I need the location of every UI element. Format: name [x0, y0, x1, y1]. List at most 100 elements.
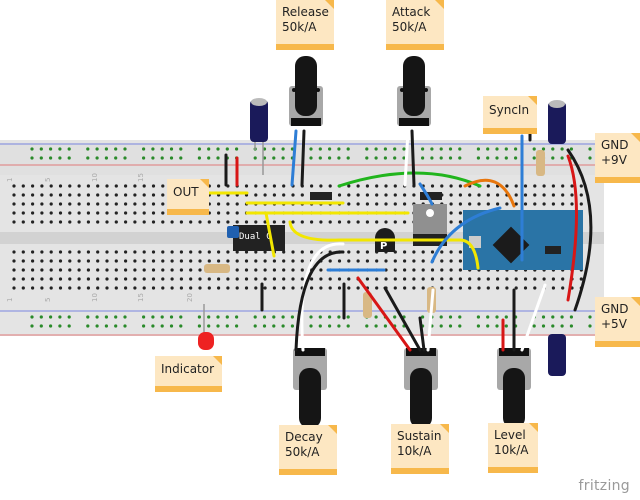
breadboard-hole — [495, 324, 499, 328]
breadboard-hole — [96, 277, 100, 281]
breadboard-hole — [95, 324, 99, 328]
breadboard-hole — [142, 277, 146, 281]
breadboard-hole — [486, 193, 490, 197]
col-number: 1 — [6, 178, 14, 182]
potentiometer-level[interactable] — [497, 348, 531, 428]
breadboard-hole — [579, 202, 583, 206]
breadboard-hole — [263, 193, 267, 197]
breadboard-hole — [86, 250, 90, 254]
breadboard-hole — [365, 147, 369, 151]
breadboard-hole — [541, 315, 546, 319]
breadboard-hole — [114, 220, 118, 224]
breadboard-hole — [458, 156, 462, 160]
breadboard-hole — [310, 286, 314, 290]
breadboard-hole — [104, 156, 108, 160]
breadboard-hole — [124, 277, 128, 281]
breadboard-hole — [189, 220, 193, 224]
breadboard-hole — [440, 268, 444, 272]
breadboard-hole — [300, 268, 304, 272]
potentiometer-sustain[interactable] — [404, 348, 438, 428]
breadboard-hole — [346, 315, 350, 319]
breadboard-hole — [49, 156, 53, 160]
col-number: 10 — [91, 293, 99, 302]
breadboard-hole — [30, 315, 34, 319]
breadboard-hole — [95, 315, 99, 319]
breadboard-hole — [189, 268, 193, 272]
breadboard-hole — [440, 259, 444, 263]
breadboard-hole — [198, 259, 202, 263]
breadboard-hole — [151, 202, 156, 206]
breadboard-hole — [124, 211, 128, 215]
breadboard-hole — [216, 156, 220, 160]
potentiometer-release[interactable] — [289, 56, 323, 126]
breadboard-hole — [328, 286, 332, 290]
breadboard-hole — [58, 184, 63, 188]
breadboard-hole — [12, 268, 16, 272]
breadboard-hole — [291, 277, 295, 281]
breadboard-hole — [542, 202, 546, 206]
breadboard-hole — [105, 259, 109, 263]
wire-black — [410, 129, 416, 187]
breadboard-hole — [328, 259, 332, 263]
breadboard-hole — [393, 156, 397, 160]
breadboard-hole — [282, 286, 286, 290]
breadboard-hole — [151, 220, 156, 224]
breadboard-hole — [244, 184, 249, 188]
breadboard-hole — [161, 220, 165, 224]
breadboard-hole — [244, 277, 249, 281]
breadboard-hole — [58, 250, 63, 254]
breadboard-hole — [588, 147, 592, 151]
breadboard-hole — [403, 202, 407, 206]
potentiometer-attack[interactable] — [397, 56, 431, 126]
col-number: 5 — [44, 178, 52, 182]
note-release: Release 50k/A — [276, 0, 334, 50]
breadboard-hole — [440, 277, 444, 281]
breadboard-hole — [375, 184, 379, 188]
breadboard-hole — [282, 184, 286, 188]
breadboard-hole — [142, 147, 146, 151]
potentiometer-decay[interactable] — [293, 348, 327, 428]
breadboard-hole — [142, 286, 146, 290]
breadboard-hole — [254, 220, 258, 224]
breadboard-hole — [505, 202, 509, 206]
breadboard-hole — [393, 184, 397, 188]
breadboard-hole — [86, 315, 90, 319]
breadboard-hole — [393, 277, 397, 281]
breadboard-hole — [310, 184, 314, 188]
breadboard-hole — [58, 315, 62, 319]
breadboard-hole — [514, 156, 518, 160]
breadboard-hole — [58, 324, 62, 328]
breadboard-hole — [96, 193, 100, 197]
breadboard-hole — [179, 286, 183, 290]
breadboard-hole — [290, 324, 294, 328]
breadboard-hole — [12, 220, 16, 224]
breadboard-hole — [105, 202, 109, 206]
wire-black — [300, 129, 306, 187]
breadboard-hole — [374, 324, 378, 328]
breadboard-hole — [551, 147, 555, 151]
breadboard-hole — [541, 324, 546, 328]
breadboard-hole — [337, 286, 342, 290]
breadboard-hole — [468, 193, 472, 197]
breadboard-hole — [105, 250, 109, 254]
breadboard-hole — [207, 324, 211, 328]
breadboard-hole — [86, 286, 90, 290]
breadboard-hole — [12, 259, 16, 263]
breadboard-hole — [21, 250, 25, 254]
breadboard-hole — [421, 259, 425, 263]
breadboard-hole — [551, 286, 556, 290]
breadboard-hole — [207, 147, 211, 151]
breadboard-hole — [114, 286, 118, 290]
breadboard-hole — [179, 268, 183, 272]
breadboard-hole — [421, 250, 425, 254]
breadboard-hole — [235, 268, 239, 272]
breadboard-hole — [337, 259, 342, 263]
breadboard-hole — [151, 211, 156, 215]
blue-trimmer — [227, 226, 239, 238]
breadboard-hole — [68, 220, 72, 224]
breadboard-hole — [198, 277, 202, 281]
breadboard-hole — [197, 156, 201, 160]
breadboard-hole — [86, 193, 90, 197]
breadboard-hole — [384, 277, 388, 281]
col-number: 15 — [137, 293, 145, 302]
